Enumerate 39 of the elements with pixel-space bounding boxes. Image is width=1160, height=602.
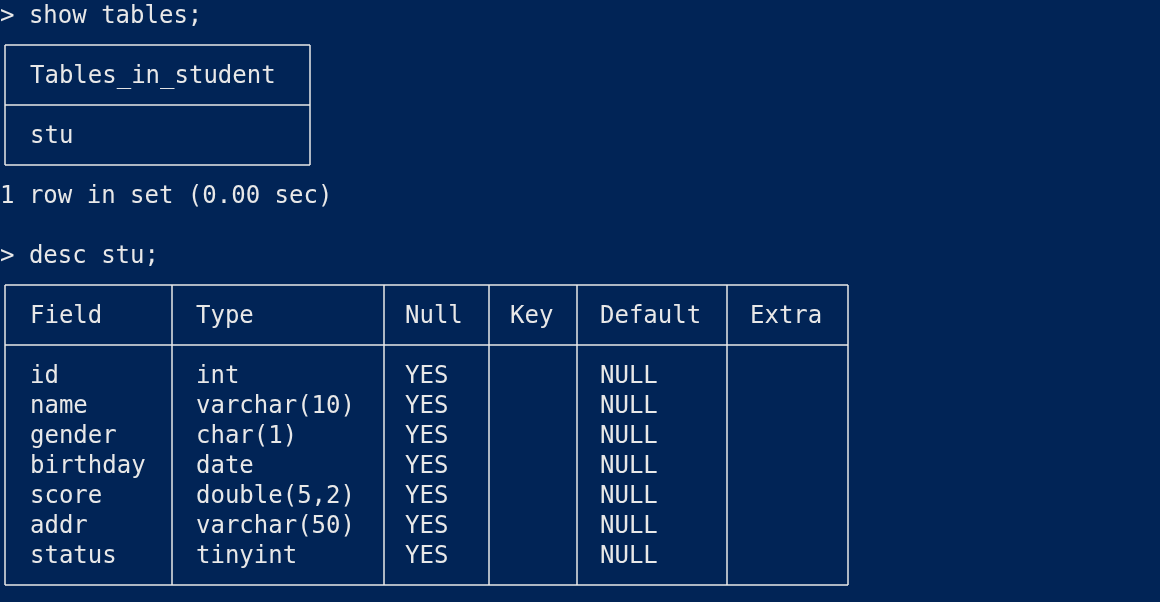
table-cell: NULL [600,420,658,450]
table-header: Default [600,300,702,330]
table-cell: NULL [600,360,658,390]
status-message: 1 row in set (0.00 sec) [0,180,333,210]
table-header: Field [30,300,103,330]
table-cell: YES [405,420,449,450]
table-cell: date [196,450,254,480]
table-cell: varchar(50) [196,510,355,540]
table-cell: gender [30,420,117,450]
table-header: Extra [750,300,823,330]
table-cell: YES [405,450,449,480]
table-header: Null [405,300,463,330]
table-cell: name [30,390,88,420]
table-cell: double(5,2) [196,480,355,510]
table-cell: tinyint [196,540,298,570]
command-prompt: > desc stu; [0,240,159,270]
table-cell: NULL [600,510,658,540]
table-cell: NULL [600,390,658,420]
table-cell: NULL [600,480,658,510]
table-cell: varchar(10) [196,390,355,420]
table-cell: YES [405,390,449,420]
table-cell: birthday [30,450,146,480]
table-cell: id [30,360,59,390]
table-cell: int [196,360,240,390]
table-cell: status [30,540,117,570]
table-cell: YES [405,360,449,390]
table-cell: NULL [600,540,658,570]
table-cell: char(1) [196,420,298,450]
table-cell: stu [30,120,74,150]
table-cell: YES [405,540,449,570]
command-prompt: > show tables; [0,0,203,30]
table-header: Type [196,300,254,330]
table-cell: score [30,480,103,510]
table-cell: YES [405,510,449,540]
table-cell: addr [30,510,88,540]
table-header: Tables_in_student [30,60,276,90]
table-cell: YES [405,480,449,510]
table-cell: NULL [600,450,658,480]
table-header: Key [510,300,554,330]
